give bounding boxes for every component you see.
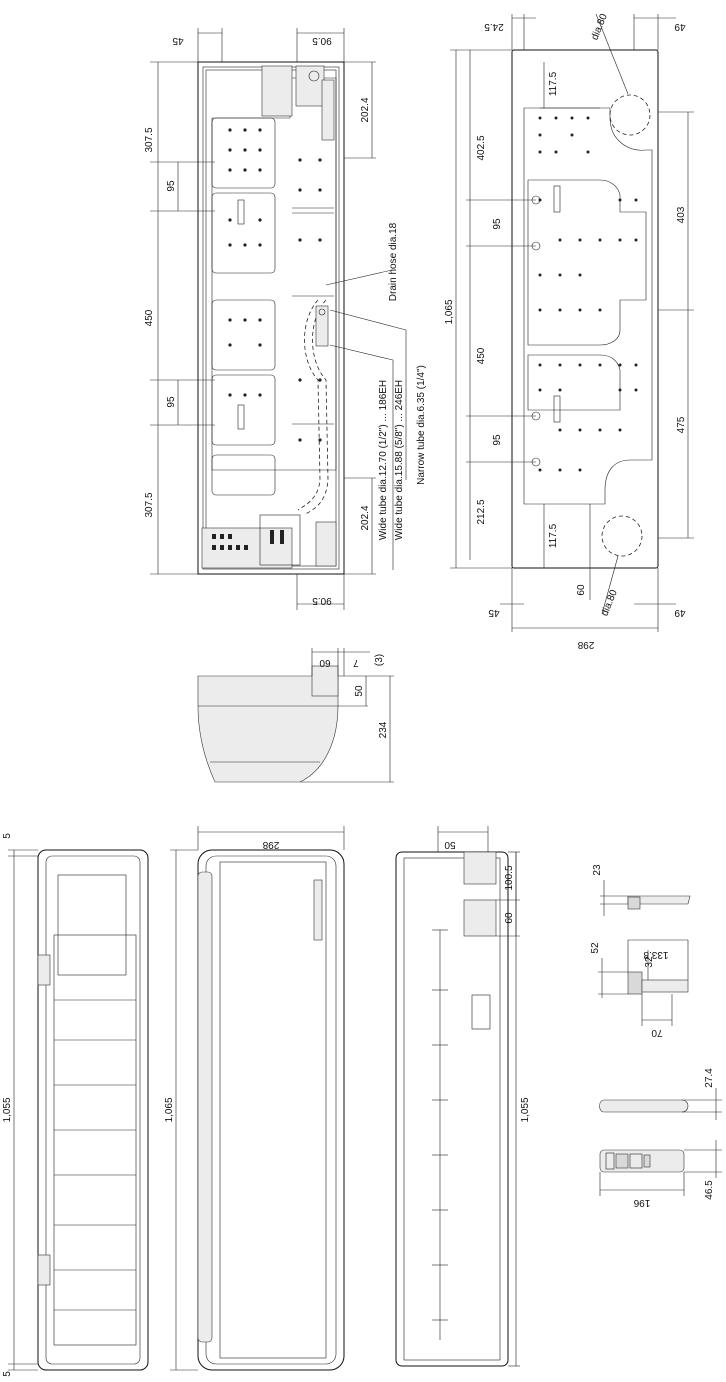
- holder-dim-32: 32: [644, 956, 655, 968]
- side-dim-7: 7: [353, 657, 359, 668]
- rear-dim-left-2: 95: [166, 180, 177, 192]
- rear-dim-left-1: 307.5: [144, 127, 155, 152]
- rear-dim-top-right: 90.5: [312, 35, 332, 46]
- plate-dim-bottom-left: 45: [488, 607, 500, 618]
- rear-dim-right-bottom: 202.4: [360, 505, 371, 530]
- plate-dia-bottom: dia.80: [599, 588, 620, 618]
- rear-dim-left-5: 307.5: [144, 492, 155, 517]
- note-drain-hose: Drain hose dia.18: [388, 222, 399, 301]
- plate-dim-212: 212.5: [476, 499, 487, 524]
- front-view: 5 5 1,055: [2, 833, 149, 1377]
- remote-holder-side: 23: [592, 864, 691, 916]
- plate-dim-450: 450: [476, 347, 487, 364]
- plate-dim-403: 403: [676, 206, 687, 223]
- plate-dim-402: 402.5: [476, 135, 487, 160]
- top-view: 298 1,065: [164, 826, 345, 1371]
- rear-dim-bottom-right: 90.5: [312, 595, 332, 606]
- side-dim-3: (3): [374, 654, 385, 666]
- remote-dim-46: 46.5: [704, 1180, 715, 1200]
- remote-side: 27.4: [599, 1068, 722, 1120]
- side-profile: 60 7 (3) 50 234: [197, 648, 394, 783]
- side-dim-60: 60: [319, 657, 331, 668]
- bottom-dim-60: 60: [504, 912, 515, 924]
- bottom-view: 50 100.5 60 1,055: [395, 826, 531, 1367]
- plate-dim-95b: 95: [492, 434, 503, 446]
- note-narrow-tube: Narrow tube dia.6.35 (1/4"): [416, 365, 427, 485]
- bottom-dim-100: 100.5: [504, 865, 515, 890]
- holder-side-dim-23: 23: [592, 864, 603, 876]
- rear-dim-right-top: 202.4: [360, 97, 371, 122]
- rear-dim-top-left: 45: [172, 35, 184, 46]
- mounting-plate: 24.5 49 dia.80 1,065 402.5 95 450 95 212…: [444, 12, 694, 650]
- side-dim-50: 50: [354, 685, 365, 697]
- top-dim-width: 298: [262, 839, 279, 850]
- bottom-dim-50: 50: [444, 839, 456, 850]
- plate-dim-60: 60: [576, 584, 587, 596]
- plate-dim-width: 298: [577, 639, 594, 650]
- plate-dia-top: dia.80: [589, 12, 610, 42]
- note-wide-tube-246: Wide tube dia.15.88 (5/8") ... 246EH: [394, 380, 405, 540]
- plate-dim-95a: 95: [492, 218, 503, 230]
- plate-dim-bottom-right: 49: [674, 607, 686, 618]
- top-dim-height: 1,065: [164, 1097, 175, 1122]
- plate-dim-475: 475: [676, 416, 687, 433]
- holder-dim-133: 133.8: [643, 949, 668, 960]
- bottom-dim-height: 1,055: [520, 1097, 531, 1122]
- plate-dim-117-bottom: 117.5: [548, 523, 559, 548]
- plate-dim-overall: 1,065: [444, 299, 455, 324]
- front-dim-bottom: 5: [2, 1371, 13, 1377]
- remote-front: 46.5 196: [599, 1140, 722, 1208]
- plate-dim-top-right: 49: [674, 21, 686, 32]
- rear-dim-left-4: 95: [166, 396, 177, 408]
- remote-dim-27: 27.4: [704, 1068, 715, 1088]
- front-dim-top: 5: [2, 833, 13, 839]
- remote-holder: 133.8 32 52 70: [590, 939, 689, 1038]
- side-dim-234: 234: [378, 721, 389, 738]
- holder-dim-52: 52: [590, 942, 601, 954]
- plate-dim-117-top: 117.5: [548, 71, 559, 96]
- rear-view: 45 90.5 90.5 202.4 202.4 307.5 95 450 95…: [144, 28, 427, 610]
- remote-dim-196: 196: [633, 1197, 650, 1208]
- plate-dim-top-left: 24.5: [484, 21, 504, 32]
- note-wide-tube-186: Wide tube dia.12.70 (1/2") ... 186EH: [378, 380, 389, 540]
- holder-dim-70: 70: [651, 1027, 663, 1038]
- rear-dim-left-3: 450: [144, 309, 155, 326]
- front-dim-height: 1,055: [2, 1097, 13, 1122]
